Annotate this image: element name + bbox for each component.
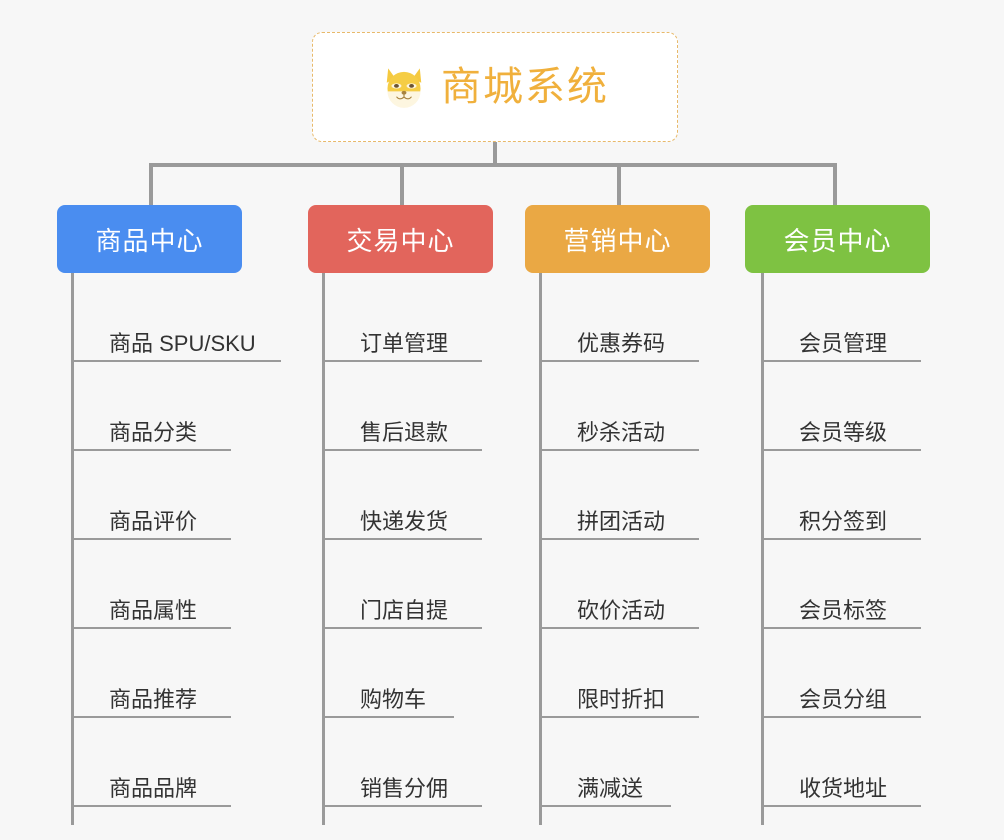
- leaf-item[interactable]: 限时折扣: [539, 629, 699, 718]
- leaf-label: 会员等级: [799, 419, 888, 445]
- leaf-spine-4: [761, 273, 764, 825]
- leaf-label: 秒杀活动: [577, 419, 666, 445]
- category-label-2: 交易中心: [346, 225, 455, 256]
- connector-horizontal-bus: [149, 163, 837, 167]
- leaf-label: 商品评价: [109, 508, 198, 534]
- leaf-label: 优惠券码: [577, 330, 666, 356]
- category-box-1[interactable]: 商品中心: [57, 205, 242, 273]
- leaf-label: 拼团活动: [577, 508, 666, 534]
- connector-drop-category-4: [833, 163, 837, 205]
- leaf-label: 商品推荐: [109, 686, 198, 712]
- leaf-item[interactable]: 订单管理: [322, 273, 482, 362]
- leaf-item[interactable]: 收货地址: [761, 718, 921, 807]
- leaf-label: 满减送: [577, 775, 644, 801]
- shiba-dog-face-icon: [386, 68, 422, 108]
- leaf-label: 收货地址: [799, 775, 888, 801]
- category-label-3: 营销中心: [563, 225, 672, 256]
- leaf-label: 商品属性: [109, 597, 198, 623]
- leaf-item[interactable]: 购物车: [322, 629, 454, 718]
- leaf-item[interactable]: 拼团活动: [539, 451, 699, 540]
- leaf-label: 售后退款: [360, 419, 449, 445]
- leaf-item[interactable]: 商品分类: [71, 362, 231, 451]
- leaf-spine-2: [322, 273, 325, 825]
- leaf-label: 商品分类: [109, 419, 198, 445]
- leaf-item[interactable]: 秒杀活动: [539, 362, 699, 451]
- leaf-item[interactable]: 商品 SPU/SKU: [71, 273, 281, 362]
- leaf-item[interactable]: 砍价活动: [539, 540, 699, 629]
- leaf-item[interactable]: 优惠券码: [539, 273, 699, 362]
- leaf-item[interactable]: 满减送: [539, 718, 671, 807]
- leaf-item[interactable]: 会员标签: [761, 540, 921, 629]
- leaf-label: 会员标签: [799, 597, 888, 623]
- leaf-item[interactable]: 快递发货: [322, 451, 482, 540]
- category-label-4: 会员中心: [783, 225, 892, 256]
- leaf-item[interactable]: 积分签到: [761, 451, 921, 540]
- leaf-spine-1: [71, 273, 74, 825]
- category-box-4[interactable]: 会员中心: [745, 205, 930, 273]
- connector-drop-category-1: [149, 163, 153, 205]
- leaf-label: 积分签到: [799, 508, 888, 534]
- category-label-1: 商品中心: [95, 225, 204, 256]
- leaf-item[interactable]: 售后退款: [322, 362, 482, 451]
- connector-drop-category-3: [617, 163, 621, 205]
- leaf-label: 门店自提: [360, 597, 449, 623]
- leaf-item[interactable]: 商品推荐: [71, 629, 231, 718]
- leaf-item[interactable]: 商品属性: [71, 540, 231, 629]
- leaf-item[interactable]: 门店自提: [322, 540, 482, 629]
- leaf-label: 订单管理: [360, 330, 449, 356]
- leaf-item[interactable]: 商品品牌: [71, 718, 231, 807]
- leaf-label: 销售分佣: [360, 775, 449, 801]
- root-node-label: 商城系统: [441, 65, 609, 109]
- leaf-item[interactable]: 商品评价: [71, 451, 231, 540]
- leaf-item[interactable]: 销售分佣: [322, 718, 482, 807]
- leaf-label: 购物车: [360, 686, 427, 712]
- leaf-label: 商品品牌: [109, 775, 198, 801]
- root-node-mall-system[interactable]: 商城系统: [312, 32, 678, 142]
- connector-drop-category-2: [400, 163, 404, 205]
- leaf-label: 会员管理: [799, 330, 888, 356]
- leaf-label: 砍价活动: [577, 597, 666, 623]
- connector-root-stem: [493, 142, 497, 165]
- category-box-3[interactable]: 营销中心: [525, 205, 710, 273]
- leaf-spine-3: [539, 273, 542, 825]
- leaf-label: 商品 SPU/SKU: [109, 330, 256, 356]
- leaf-item[interactable]: 会员管理: [761, 273, 921, 362]
- leaf-label: 会员分组: [799, 686, 888, 712]
- category-box-2[interactable]: 交易中心: [308, 205, 493, 273]
- leaf-label: 限时折扣: [577, 686, 666, 712]
- leaf-item[interactable]: 会员分组: [761, 629, 921, 718]
- leaf-label: 快递发货: [360, 508, 449, 534]
- leaf-item[interactable]: 会员等级: [761, 362, 921, 451]
